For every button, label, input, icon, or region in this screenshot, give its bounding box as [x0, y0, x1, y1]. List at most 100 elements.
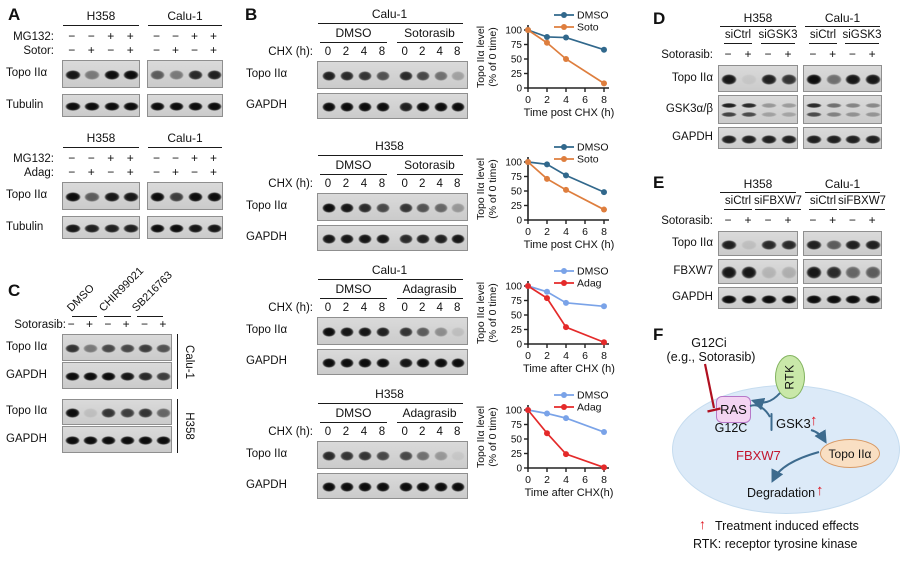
y-tick-label: 75	[511, 40, 523, 51]
group-header: H358	[743, 11, 773, 25]
treatment-header: Adagrasib	[402, 406, 457, 420]
blot-box	[718, 127, 798, 149]
band	[375, 203, 391, 213]
time-label: 0	[324, 426, 332, 438]
group-header: Calu-1	[167, 9, 203, 23]
series-line-DMSO	[527, 409, 605, 433]
underline	[148, 147, 222, 148]
series-line-Adag	[527, 285, 605, 344]
g12ci-label: G12Ci	[691, 336, 727, 350]
underline	[148, 25, 222, 26]
band	[845, 239, 862, 250]
band	[845, 112, 862, 117]
band	[64, 371, 80, 382]
band	[780, 74, 798, 85]
band	[321, 358, 337, 368]
data-point	[601, 464, 607, 471]
band	[321, 71, 337, 81]
band	[339, 102, 355, 112]
underline	[755, 209, 801, 210]
treatment-label: MG132:	[13, 31, 54, 43]
time-label: 2	[342, 178, 350, 190]
band	[375, 358, 391, 368]
sign: −	[87, 29, 95, 43]
time-label: 8	[378, 46, 386, 58]
y-tick-label: 100	[505, 406, 522, 417]
group-header: Calu-1	[824, 177, 861, 191]
y-tick-label: 25	[511, 325, 523, 336]
series-line-DMSO	[527, 285, 605, 308]
sign: +	[829, 47, 837, 61]
treatment-label: Sotorasib:	[14, 319, 66, 331]
chx-label: CHX (h):	[268, 178, 313, 190]
band	[84, 102, 101, 111]
band	[451, 71, 466, 81]
band	[375, 234, 391, 244]
time-label: 4	[360, 426, 368, 438]
band	[375, 327, 391, 337]
band	[780, 112, 798, 117]
band	[451, 482, 466, 492]
y-tick-label: 75	[511, 296, 523, 307]
sign: −	[809, 47, 817, 61]
sign: −	[764, 213, 772, 227]
data-point	[544, 175, 550, 182]
band	[321, 203, 337, 213]
antibody-label: Topo IIα	[246, 448, 288, 460]
band	[119, 435, 135, 446]
blot-box	[62, 60, 140, 88]
sign: −	[68, 151, 76, 165]
blot-box	[147, 60, 223, 88]
band	[416, 203, 431, 213]
si-label: siFBXW7	[838, 195, 886, 207]
panel-d-letter: D	[653, 9, 666, 28]
band	[825, 294, 842, 304]
sign: +	[126, 151, 134, 165]
band	[123, 192, 140, 202]
band	[168, 102, 185, 111]
time-label: 0	[401, 426, 408, 438]
band	[137, 371, 153, 382]
panel-c-letter: C	[8, 281, 21, 300]
data-point	[544, 295, 550, 302]
sign: +	[126, 165, 134, 179]
band	[339, 358, 355, 368]
sign: +	[868, 47, 876, 61]
sign: +	[784, 213, 792, 227]
band	[780, 239, 798, 250]
data-point	[544, 288, 550, 295]
time-label: 4	[436, 46, 443, 58]
blot-box	[803, 95, 882, 124]
band	[865, 266, 882, 279]
sign: −	[724, 213, 732, 227]
blot-box	[147, 182, 223, 210]
x-axis-label: Time post CHX (h)	[524, 239, 615, 251]
y-axis-label: Topo IIα level	[475, 158, 487, 220]
band	[825, 74, 842, 85]
sign: +	[209, 29, 217, 43]
antibody-label: Topo IIα	[6, 189, 48, 201]
y-tick-label: 50	[511, 311, 523, 322]
underline	[104, 316, 131, 317]
sign: −	[87, 151, 95, 165]
band	[720, 112, 738, 117]
band	[321, 234, 337, 244]
data-point	[544, 33, 550, 40]
band	[805, 239, 822, 250]
y-tick-label: 50	[511, 55, 523, 66]
band	[168, 70, 185, 80]
sign: −	[152, 29, 160, 43]
legend-marker	[561, 404, 567, 410]
cell-title: H358	[375, 139, 404, 153]
band	[416, 358, 431, 368]
y-tick-label: 75	[511, 420, 523, 431]
sign: +	[190, 29, 198, 43]
sign: −	[68, 165, 76, 179]
antibody-label: GAPDH	[246, 231, 287, 243]
underline	[720, 26, 796, 27]
sign: −	[848, 47, 856, 61]
x-tick-label: 2	[544, 226, 550, 238]
